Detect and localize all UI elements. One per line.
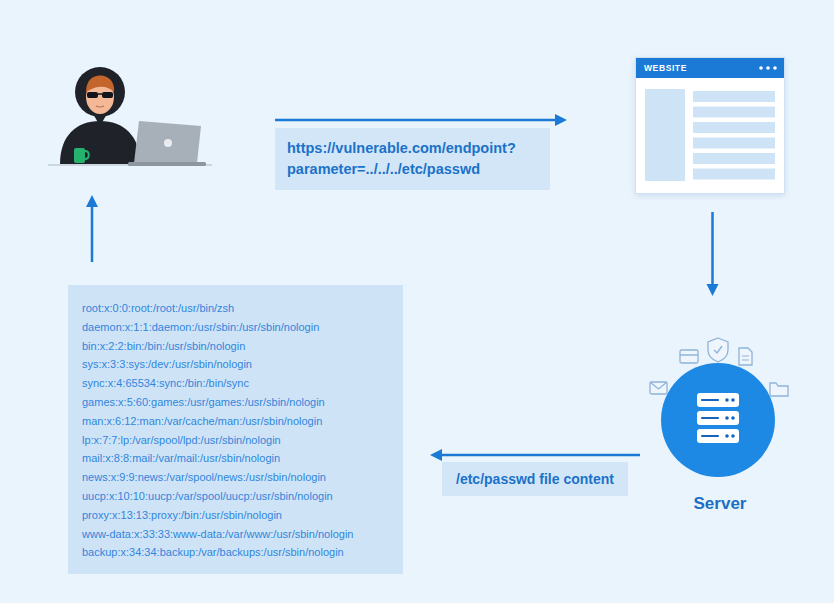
edge-label-box: /etc/passwd file content <box>442 462 628 496</box>
passwd-line: man:x:6:12:man:/var/cache/man:/usr/sbin/… <box>82 412 387 431</box>
passwd-line: root:x:0:0:root:/root:/usr/bin/zsh <box>82 299 387 318</box>
file-content-box: root:x:0:0:root:/root:/usr/bin/zshdaemon… <box>68 285 403 574</box>
request-url: https://vulnerable.com/endpoint? paramet… <box>287 138 538 180</box>
window-title: WEBSITE <box>636 58 784 78</box>
return-arrow <box>86 195 98 262</box>
passwd-line: news:x:9:9:news:/var/spool/news:/usr/sbi… <box>82 468 387 487</box>
server-node: Server <box>640 300 800 520</box>
edge-label: /etc/passwd file content <box>456 470 614 488</box>
request-arrow <box>275 114 567 126</box>
server-label: Server <box>640 493 800 515</box>
flow-arrow <box>707 212 719 296</box>
passwd-line: www-data:x:33:33:www-data:/var/www:/usr/… <box>82 525 387 544</box>
passwd-line: proxy:x:13:13:proxy:/bin:/usr/sbin/nolog… <box>82 506 387 525</box>
server-icon <box>640 300 800 490</box>
passwd-line: bin:x:2:2:bin:/bin:/usr/sbin/nologin <box>82 337 387 356</box>
passwd-line: games:x:5:60:games:/usr/games:/usr/sbin/… <box>82 393 387 412</box>
website-window: WEBSITE <box>635 57 785 194</box>
passwd-line: sync:x:4:65534:sync:/bin:/bin/sync <box>82 374 387 393</box>
passwd-line: daemon:x:1:1:daemon:/usr/sbin:/usr/sbin/… <box>82 318 387 337</box>
window-header: WEBSITE <box>636 58 784 78</box>
passwd-line: backup:x:34:34:backup:/var/backups:/usr/… <box>82 543 387 562</box>
passwd-line: sys:x:3:3:sys:/dev:/usr/sbin/nologin <box>82 355 387 374</box>
request-box: https://vulnerable.com/endpoint? paramet… <box>275 128 550 190</box>
passwd-line: mail:x:8:8:mail:/var/mail:/usr/sbin/nolo… <box>82 449 387 468</box>
passwd-line: lp:x:7:7:lp:/var/spool/lpd:/usr/sbin/nol… <box>82 431 387 450</box>
flow-arrow <box>430 449 640 461</box>
hacker-illustration <box>48 67 212 166</box>
passwd-line: uucp:x:10:10:uucp:/var/spool/uucp:/usr/s… <box>82 487 387 506</box>
window-content <box>636 78 785 194</box>
window-dots <box>756 58 780 78</box>
